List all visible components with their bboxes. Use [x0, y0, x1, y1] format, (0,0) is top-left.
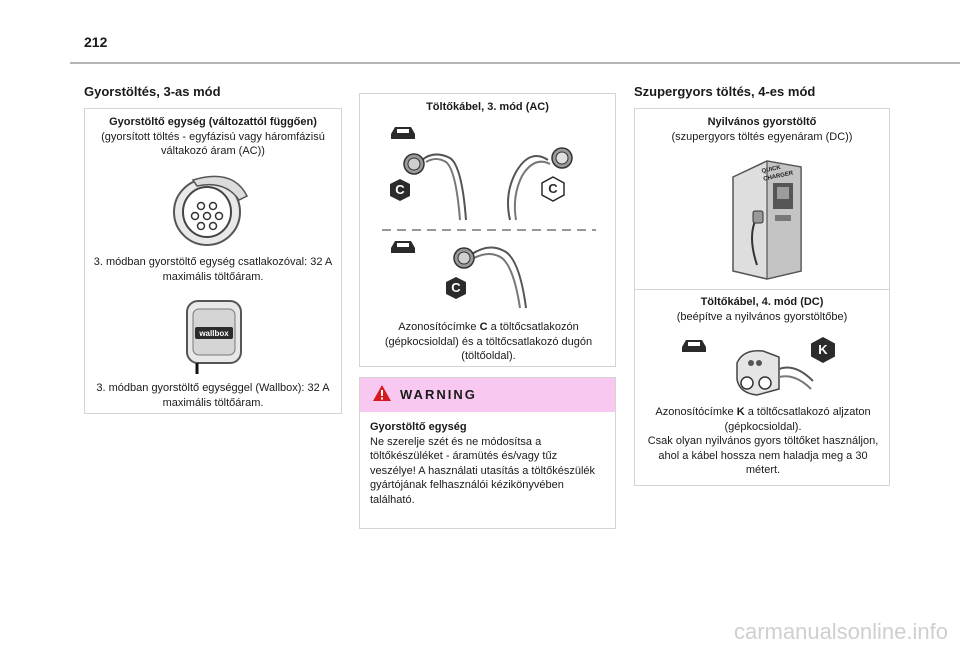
- cable-mode3-caption: Azonosítócímke C a töltőcsatlakozón (gép…: [384, 321, 593, 362]
- wallbox-caption: 3. módban gyorstöltő egységgel (Wallbox)…: [96, 382, 330, 409]
- warning-header: [360, 378, 615, 412]
- page-number: 212: [84, 34, 108, 50]
- warning-body: Gyorstöltő egység Ne szerelje szét és ne…: [370, 421, 596, 506]
- car-icon: [391, 241, 415, 253]
- charging-socket-image: [173, 175, 249, 246]
- car-icon: [682, 340, 706, 352]
- header-rule: [70, 62, 960, 64]
- cable-mode3-heading: Töltőkábel, 3. mód (AC): [426, 101, 549, 113]
- fast-charge-box: Gyorstöltő egység (változattól függően) …: [84, 108, 342, 414]
- cable-mode4-caption: Azonosítócímke K a töltőcsatlakozó aljza…: [647, 406, 879, 476]
- car-icon: [391, 127, 415, 139]
- label-c-icon: [446, 277, 466, 299]
- super-fast-charge-box: Nyilvános gyorstöltő (szupergyors töltés…: [634, 108, 890, 486]
- public-charger-heading: Nyilvános gyorstöltő (szupergyors töltés…: [671, 116, 853, 143]
- watermark: carmanualsonline.info: [733, 619, 948, 644]
- charger-plug-image: [507, 147, 573, 221]
- charging-cable-mode3-box: Töltőkábel, 3. mód (AC) C C: [359, 93, 616, 367]
- wallbox-logo-text: wallbox: [199, 329, 229, 338]
- section-separator: [635, 289, 889, 290]
- fast-charge-heading: Gyorstöltő egység (változattól függően) …: [101, 116, 325, 157]
- vehicle-plug-image: [403, 153, 467, 221]
- label-c-outline-text: C: [548, 181, 558, 196]
- warning-icon: [373, 385, 391, 401]
- label-k-icon: [811, 337, 835, 363]
- label-c-text: C: [395, 182, 405, 197]
- warning-box: WARNING Gyorstöltő egység Ne szerelje sz…: [359, 377, 616, 529]
- dashed-divider: [382, 229, 596, 231]
- section-title-fast-charge: Gyorstöltés, 3-as mód: [84, 84, 221, 99]
- dc-connector-image: [736, 350, 814, 396]
- section-title-super-fast-charge: Szupergyors töltés, 4-es mód: [634, 84, 816, 99]
- wallbox-image: [186, 300, 242, 374]
- socket-caption: 3. módban gyorstöltő egység csatlakozóva…: [93, 256, 333, 283]
- label-c-icon: [390, 179, 410, 201]
- warning-title: WARNING: [400, 387, 477, 402]
- label-c-text: C: [451, 280, 461, 295]
- cable-plug-image: [453, 246, 527, 309]
- label-c-outline-icon: [541, 176, 565, 202]
- cable-mode4-heading: Töltőkábel, 4. mód (DC) (beépítve a nyil…: [676, 296, 848, 323]
- public-charger-image: [732, 160, 802, 280]
- label-k-text: K: [818, 342, 828, 357]
